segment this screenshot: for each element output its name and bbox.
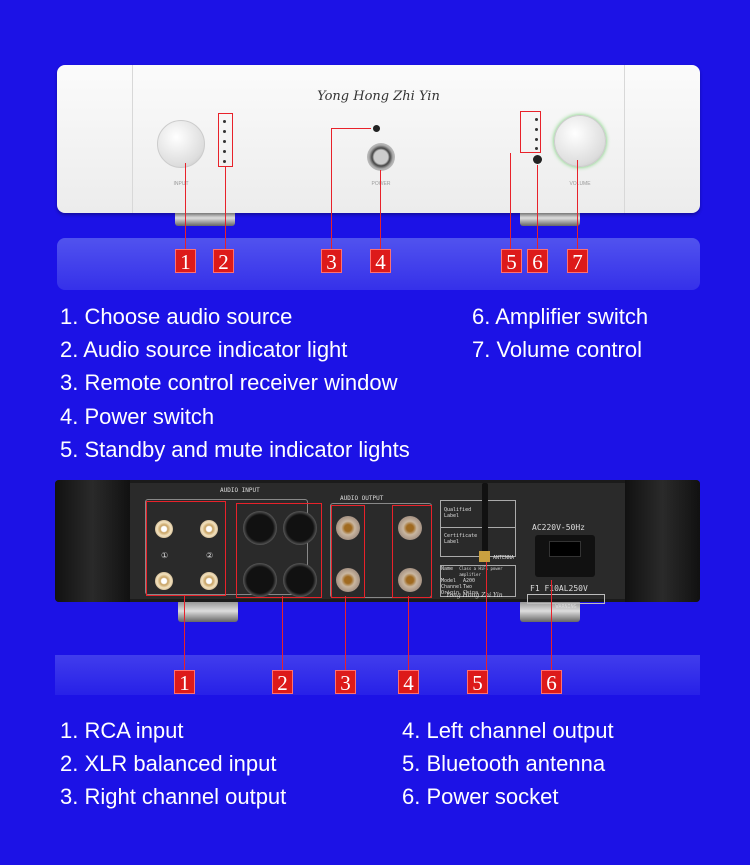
back-foot-left [178, 600, 238, 622]
audio-input-label: AUDIO INPUT [220, 487, 260, 494]
back-legend-item: 2. XLR balanced input [60, 751, 277, 776]
amplifier-switch[interactable] [533, 155, 542, 164]
xlr-input-group [236, 503, 322, 598]
standby-mute-indicators [520, 111, 541, 153]
antenna-connector [479, 551, 490, 562]
power-rating-label: AC220V-50Hz [532, 523, 585, 532]
back-brand-logo: Yong Hong Zhi Yin [446, 592, 503, 599]
callout-5: 5 [467, 670, 488, 695]
qualified-label: Qualified Label [444, 507, 472, 519]
back-legend-item: 1. RCA input [60, 718, 184, 743]
rca-input-group [146, 501, 226, 596]
brand-logo: Yong Hong Zhi Yin [317, 89, 440, 104]
callout-5: 5 [501, 249, 522, 274]
callout-3: 3 [335, 670, 356, 695]
amplifier-back-panel: AUDIO INPUT AUDIO OUTPUT ① ② Qualified L… [55, 480, 700, 610]
back-foot-right [520, 600, 580, 622]
source-indicator-lights [218, 113, 233, 167]
rca-jack[interactable] [200, 520, 218, 538]
back-legend-item: 4. Left channel output [402, 718, 614, 743]
front-legend-item: 6. Amplifier switch [472, 304, 649, 329]
back-legend-item: 5. Bluetooth antenna [402, 751, 606, 776]
callout-6: 6 [541, 670, 562, 695]
callout-4: 4 [398, 670, 419, 695]
speaker-post[interactable] [398, 568, 422, 592]
power-button[interactable] [367, 143, 395, 171]
input-selector-knob[interactable] [157, 120, 205, 168]
xlr-jack[interactable] [243, 511, 277, 545]
left-channel-output [392, 505, 432, 598]
warning-label: WARNING [527, 594, 605, 610]
xlr-jack[interactable] [283, 511, 317, 545]
front-legend-item: 1. Choose audio source [60, 304, 293, 329]
input-label: INPUT [173, 181, 189, 187]
audio-output-label: AUDIO OUTPUT [340, 495, 384, 502]
front-legend-item: 4. Power switch [60, 404, 215, 429]
callout-3: 3 [321, 249, 342, 274]
back-legend-item: 6. Power socket [402, 784, 559, 809]
rca-jack[interactable] [155, 572, 173, 590]
rca-jack[interactable] [155, 520, 173, 538]
label-box: Qualified Label Certificate Label [440, 500, 516, 557]
xlr-jack[interactable] [243, 563, 277, 597]
callout-6: 6 [527, 249, 548, 274]
power-label: POWER [361, 181, 401, 187]
front-foot-right [520, 210, 580, 226]
front-legend-item: 2. Audio source indicator light [60, 337, 348, 362]
front-legend-item: 5. Standby and mute indicator lights [60, 437, 410, 462]
speaker-post[interactable] [398, 516, 422, 540]
callout-1: 1 [175, 249, 196, 274]
callout-1: 1 [174, 670, 195, 695]
callout-2: 2 [213, 249, 234, 274]
antenna-label: ANTENNA [493, 555, 515, 561]
speaker-post[interactable] [336, 568, 360, 592]
volume-label: VOLUME [569, 181, 591, 187]
iec-power-socket[interactable] [535, 535, 595, 577]
amplifier-front-panel: Yong Hong Zhi Yin INPUT POWER VOLUME [57, 65, 700, 213]
volume-knob[interactable] [554, 115, 606, 167]
front-legend-item: 7. Volume control [472, 337, 642, 362]
remote-receiver-window [373, 125, 380, 132]
callout-2: 2 [272, 670, 293, 695]
back-legend-item: 3. Right channel output [60, 784, 287, 809]
callout-7: 7 [567, 249, 588, 274]
front-foot-left [175, 210, 235, 226]
front-legend-item: 3. Remote control receiver window [60, 370, 398, 395]
bluetooth-antenna [482, 483, 488, 555]
rca-jack[interactable] [200, 572, 218, 590]
right-channel-output [331, 505, 365, 598]
back-reflection [55, 655, 700, 695]
xlr-jack[interactable] [283, 563, 317, 597]
certificate-label: Certificate Label [444, 533, 478, 545]
callout-4: 4 [370, 249, 391, 274]
speaker-post[interactable] [336, 516, 360, 540]
fuse-label: F1 F10AL250V [530, 584, 588, 593]
